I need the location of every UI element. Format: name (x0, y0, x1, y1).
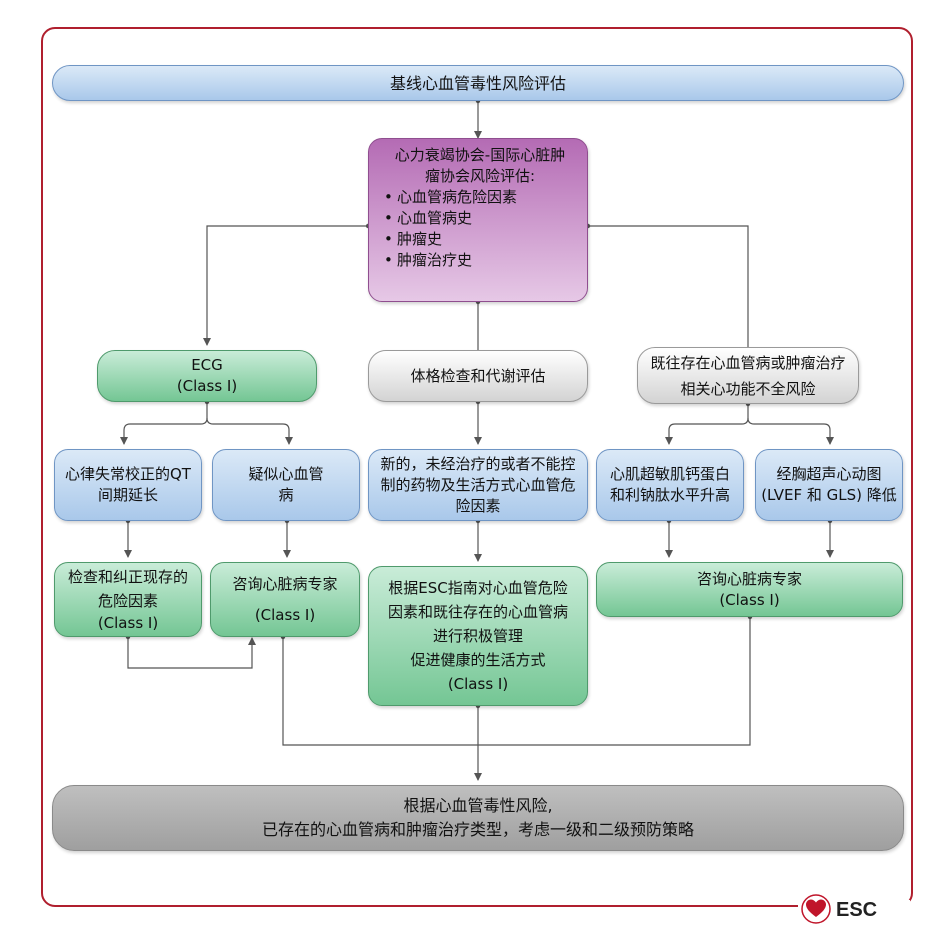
check-risk-factors-box: 检查和纠正现存的危险因素 (Class I) (54, 562, 202, 637)
prevention-line-1: 根据心血管毒性风险, (403, 796, 553, 815)
baseline-label: 基线心血管毒性风险评估 (389, 73, 566, 93)
consult-right-class: (Class I) (719, 590, 780, 609)
esc-logo-text: ESC (836, 899, 877, 921)
hfa-risk-list: 心血管病危险因素 心血管病史 肿瘤史 肿瘤治疗史 (383, 187, 517, 271)
arrow-ecg-to-arrhythmia (120, 402, 208, 445)
diagram-frame (41, 27, 913, 907)
arrow-hfa-to-ecg (203, 225, 368, 346)
ecg-label: ECG (191, 356, 223, 374)
exam-label: 体格检查和代谢评估 (410, 366, 546, 385)
suspected-cvd-box: 疑似心血管病 (212, 449, 360, 521)
hfa-item: 心血管病史 (384, 208, 517, 229)
active-management-label: 根据ESC指南对心血管危险因素和既往存在的心血管病进行积极管理 (387, 579, 568, 645)
arrow-ecg-to-suspected (206, 417, 293, 445)
troponin-box: 心肌超敏肌钙蛋白和利钠肽水平升高 (596, 449, 744, 521)
exam-box: 体格检查和代谢评估 (368, 350, 588, 402)
check-class: (Class I) (97, 614, 159, 632)
consult-left-label: 咨询心脏病专家 (232, 574, 338, 593)
healthy-lifestyle-label: 促进健康的生活方式 (410, 651, 546, 669)
consult-left-class: (Class I) (254, 605, 316, 624)
arrhythmia-label: 心律失常校正的QT间期延长 (65, 465, 191, 504)
hfa-item: 肿瘤史 (384, 229, 517, 250)
line-bottom-merge (282, 617, 751, 746)
hfa-risk-box: 心力衰竭协会-国际心脏肿瘤协会风险评估: 心血管病危险因素 心血管病史 肿瘤史 … (368, 138, 588, 302)
arrhythmia-box: 心律失常校正的QT间期延长 (54, 449, 202, 521)
hfa-item: 心血管病危险因素 (384, 187, 517, 208)
troponin-label: 心肌超敏肌钙蛋白和利钠肽水平升高 (609, 465, 730, 504)
consult-cardiologist-right-box: 咨询心脏病专家 (Class I) (596, 562, 903, 617)
echo-box: 经胸超声心动图 (LVEF 和 GLS) 降低 (755, 449, 903, 521)
ecg-box: ECG (Class I) (97, 350, 317, 402)
arrow-history-to-echo (747, 417, 834, 445)
ecg-class: (Class I) (176, 377, 238, 395)
line-hfa-to-history (588, 225, 749, 352)
echo-label: 经胸超声心动图 (LVEF 和 GLS) 降低 (761, 465, 897, 504)
history-label: 既往存在心血管病或肿瘤治疗相关心功能不全风险 (650, 353, 846, 398)
active-management-box: 根据ESC指南对心血管危险因素和既往存在的心血管病进行积极管理 促进健康的生活方… (368, 566, 588, 706)
history-box: 既往存在心血管病或肿瘤治疗相关心功能不全风险 (637, 347, 859, 404)
consult-right-label: 咨询心脏病专家 (696, 569, 802, 588)
heart-icon (806, 899, 826, 917)
prevention-strategy-box: 根据心血管毒性风险, 已存在的心血管病和肿瘤治疗类型，考虑一级和二级预防策略 (52, 785, 904, 851)
suspected-cvd-label: 疑似心血管病 (248, 465, 324, 504)
new-risk-factors-box: 新的，未经治疗的或者不能控制的药物及生活方式心血管危险因素 (368, 449, 588, 521)
baseline-assessment-box: 基线心血管毒性风险评估 (52, 65, 904, 101)
hfa-title: 心力衰竭协会-国际心脏肿瘤协会风险评估: (394, 146, 566, 185)
check-risk-factors-label: 检查和纠正现存的危险因素 (67, 568, 188, 610)
arrow-check-to-consult (127, 637, 256, 669)
esc-logo: ESC (801, 894, 877, 924)
hfa-item: 肿瘤治疗史 (384, 250, 517, 271)
consult-cardiologist-left-box: 咨询心脏病专家 (Class I) (210, 562, 360, 637)
prevention-line-2: 已存在的心血管病和肿瘤治疗类型，考虑一级和二级预防策略 (261, 820, 694, 839)
arrow-history-to-troponin (665, 404, 749, 445)
active-management-class: (Class I) (447, 675, 509, 693)
new-risk-factors-label: 新的，未经治疗的或者不能控制的药物及生活方式心血管危险因素 (380, 454, 576, 515)
